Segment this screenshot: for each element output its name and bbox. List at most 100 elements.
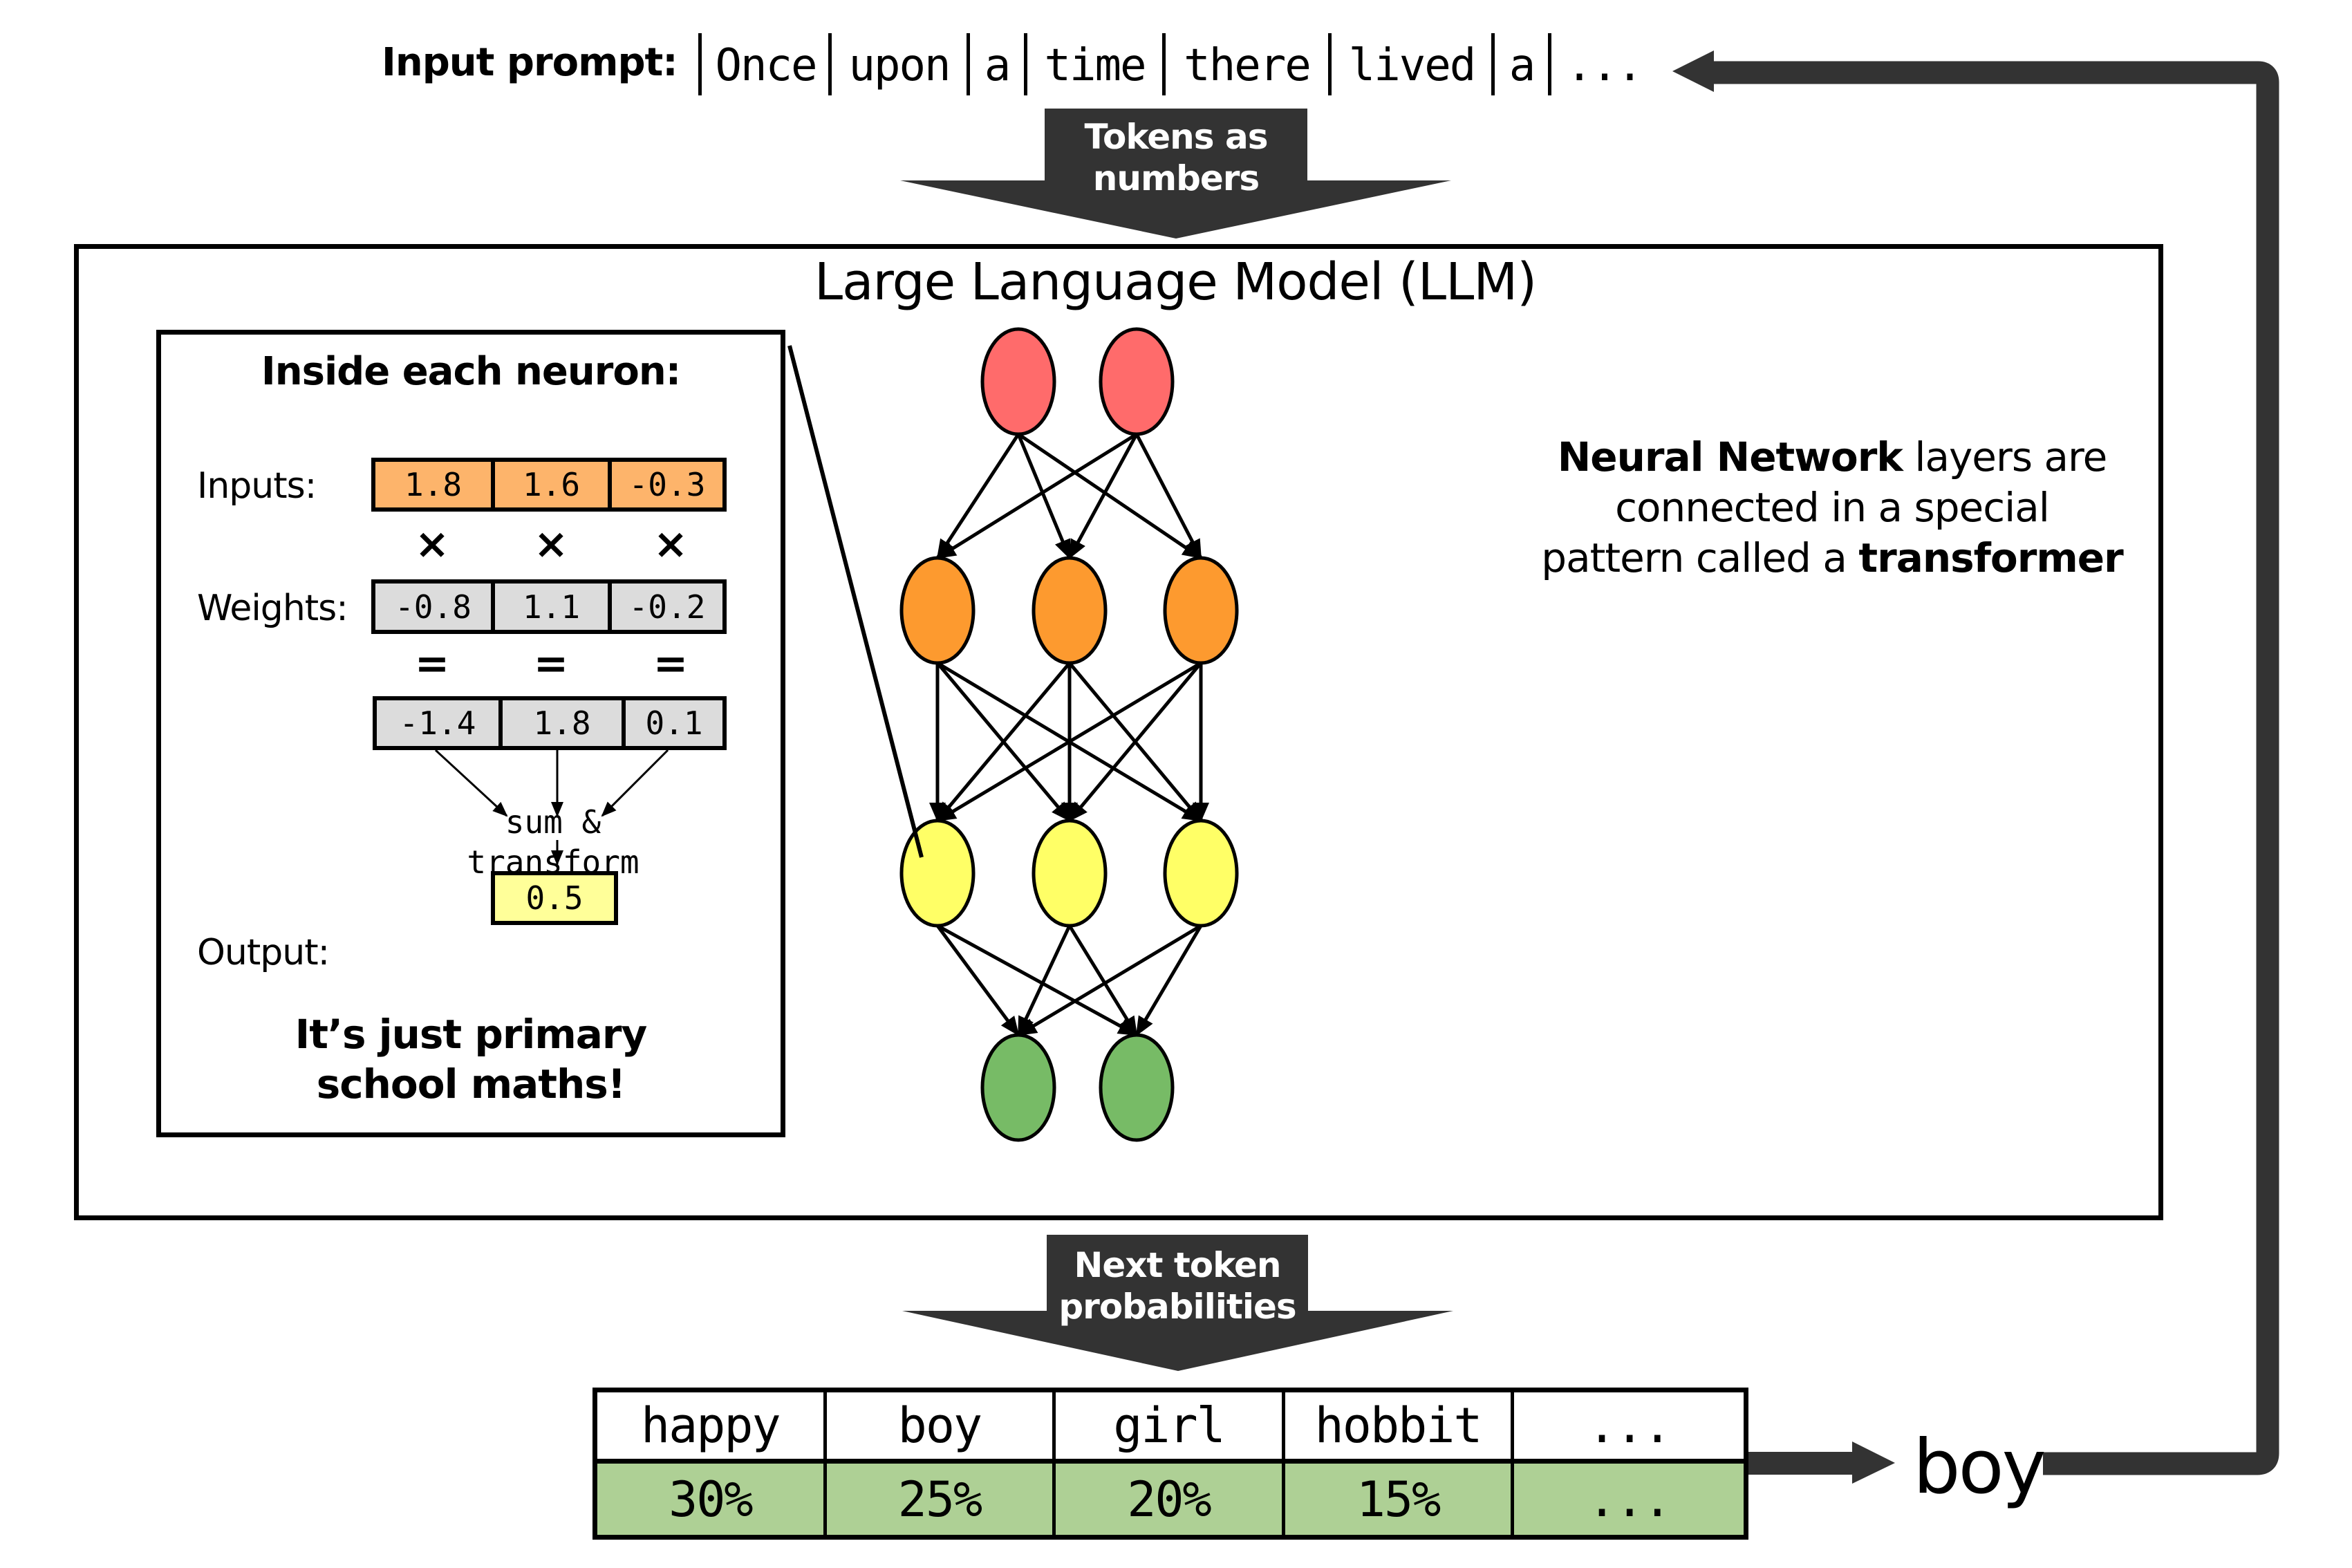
probabilities-arrow-icon: [902, 1235, 1453, 1371]
probabilities-arrow-label-line1: Next token: [1074, 1245, 1282, 1285]
network-connection: [1135, 924, 1203, 1036]
token-probability: 25%: [826, 1464, 1056, 1535]
feedback-loop: [1672, 50, 2279, 1475]
candidate-token: hobbit: [1285, 1392, 1515, 1464]
weight-value: 1.1: [495, 584, 612, 630]
description-text: pattern called a: [1541, 534, 1859, 581]
prompt-token: upon: [848, 40, 951, 91]
network-connection: [936, 432, 1138, 560]
transformer-description: Neural Network layers are connected in a…: [1521, 432, 2143, 584]
output-value: 0.5: [491, 871, 618, 925]
network-connection: [935, 924, 1020, 1036]
equals-symbol: =: [533, 640, 569, 688]
input-value: 1.6: [495, 462, 612, 507]
neuron-hidden-1: [1163, 556, 1239, 665]
token-separator: [1548, 33, 1551, 95]
multiply-symbol: ×: [533, 520, 569, 568]
prompt-token: Once: [715, 40, 817, 91]
sum-arrow-right: [601, 749, 669, 817]
neuron-input: [980, 327, 1056, 436]
neuron-input: [1099, 327, 1175, 436]
network-connection: [1017, 924, 1202, 1037]
prompt-token: there: [1184, 40, 1312, 91]
network-connection: [1067, 433, 1139, 559]
products-row: -1.4 1.8 0.1: [373, 696, 727, 750]
tokens-arrow-label: Tokens as numbers: [1045, 116, 1307, 199]
chosen-token: boy: [1913, 1424, 2046, 1511]
input-value: 1.8: [375, 462, 495, 507]
token-separator: [828, 33, 832, 95]
description-line2: connected in a special: [1615, 484, 2050, 531]
token-separator: [698, 33, 702, 95]
product-value: -1.4: [377, 700, 503, 746]
neuron-zoom-pointer: [787, 345, 924, 858]
network-connection: [1016, 433, 1072, 559]
equals-symbol: =: [653, 640, 689, 688]
neuron-hidden-1: [1032, 556, 1108, 665]
feedback-loop-line: [1714, 61, 2279, 1475]
multiply-symbol: ×: [653, 520, 689, 568]
sum-label-line1: sum &: [505, 803, 601, 841]
select-token-arrow-icon: [1748, 1441, 1895, 1484]
token-probability: ...: [1514, 1464, 1744, 1535]
neuron-panel-title: Inside each neuron:: [261, 349, 681, 394]
network-connection: [1016, 924, 1072, 1036]
network-connection: [1135, 433, 1203, 559]
input-prompt-label: Input prompt:: [382, 40, 678, 85]
llm-title: Large Language Model (LLM): [814, 252, 1537, 312]
prompt-ellipsis: ...: [1566, 40, 1643, 91]
neuron-detail-panel: [156, 330, 785, 1137]
description-bold-term: Neural Network: [1557, 433, 1903, 480]
prompt-token: lived: [1348, 40, 1477, 91]
network-connection: [936, 924, 1138, 1037]
network-connection: [1068, 662, 1202, 822]
network-connections: [929, 432, 1209, 1037]
network-connection: [1017, 432, 1202, 560]
feedback-arrowhead-icon: [1672, 50, 1714, 92]
description-text: layers are: [1902, 433, 2107, 480]
token-probability: 30%: [597, 1464, 827, 1535]
output-label: Output:: [197, 932, 330, 973]
network-connection: [1067, 924, 1139, 1036]
product-value: 0.1: [645, 704, 703, 742]
probabilities-arrow-label: Next token probabilities: [1047, 1244, 1308, 1327]
footer-line1: It’s just primary: [295, 1011, 648, 1058]
llm-container: [74, 244, 2163, 1220]
multiply-symbol: ×: [414, 520, 450, 568]
input-value: -0.3: [628, 466, 706, 503]
network-neurons: [899, 327, 1239, 1142]
token-separator: [967, 33, 970, 95]
candidate-token: happy: [597, 1392, 827, 1464]
candidate-token: boy: [826, 1392, 1056, 1464]
inputs-row: 1.8 1.6 -0.3: [371, 458, 727, 512]
neuron-output: [980, 1033, 1056, 1142]
neuron-hidden-2: [1032, 819, 1108, 928]
token-separator: [1491, 33, 1495, 95]
network-connection: [935, 433, 1020, 559]
candidate-token: ...: [1514, 1392, 1744, 1464]
description-line3: pattern called a transformer: [1521, 533, 2143, 584]
network-connection: [936, 661, 1202, 823]
probabilities-arrow-label-line2: probabilities: [1058, 1287, 1296, 1327]
weight-value: -0.2: [628, 588, 706, 626]
candidate-token: girl: [1056, 1392, 1285, 1464]
token-separator: [1328, 33, 1332, 95]
neuron-hidden-2: [1163, 819, 1239, 928]
tokens-arrow-label-line1: Tokens as: [1084, 117, 1269, 157]
neuron-output: [1099, 1033, 1175, 1142]
weights-row: -0.8 1.1 -0.2: [371, 579, 727, 634]
token-probability: 20%: [1056, 1464, 1285, 1535]
token-probability: 15%: [1285, 1464, 1515, 1535]
neuron-hidden-1: [899, 556, 976, 665]
prompt-token: a: [984, 40, 1011, 91]
equals-symbol: =: [414, 640, 450, 688]
weight-value: -0.8: [375, 584, 495, 630]
tokens-arrow-label-line2: numbers: [1092, 158, 1260, 198]
description-line1: Neural Network layers are: [1521, 432, 2143, 483]
network-connection: [936, 662, 1071, 822]
description-bold-term: transformer: [1858, 534, 2123, 581]
inputs-label: Inputs:: [197, 465, 317, 507]
sum-arrows: [434, 749, 669, 866]
